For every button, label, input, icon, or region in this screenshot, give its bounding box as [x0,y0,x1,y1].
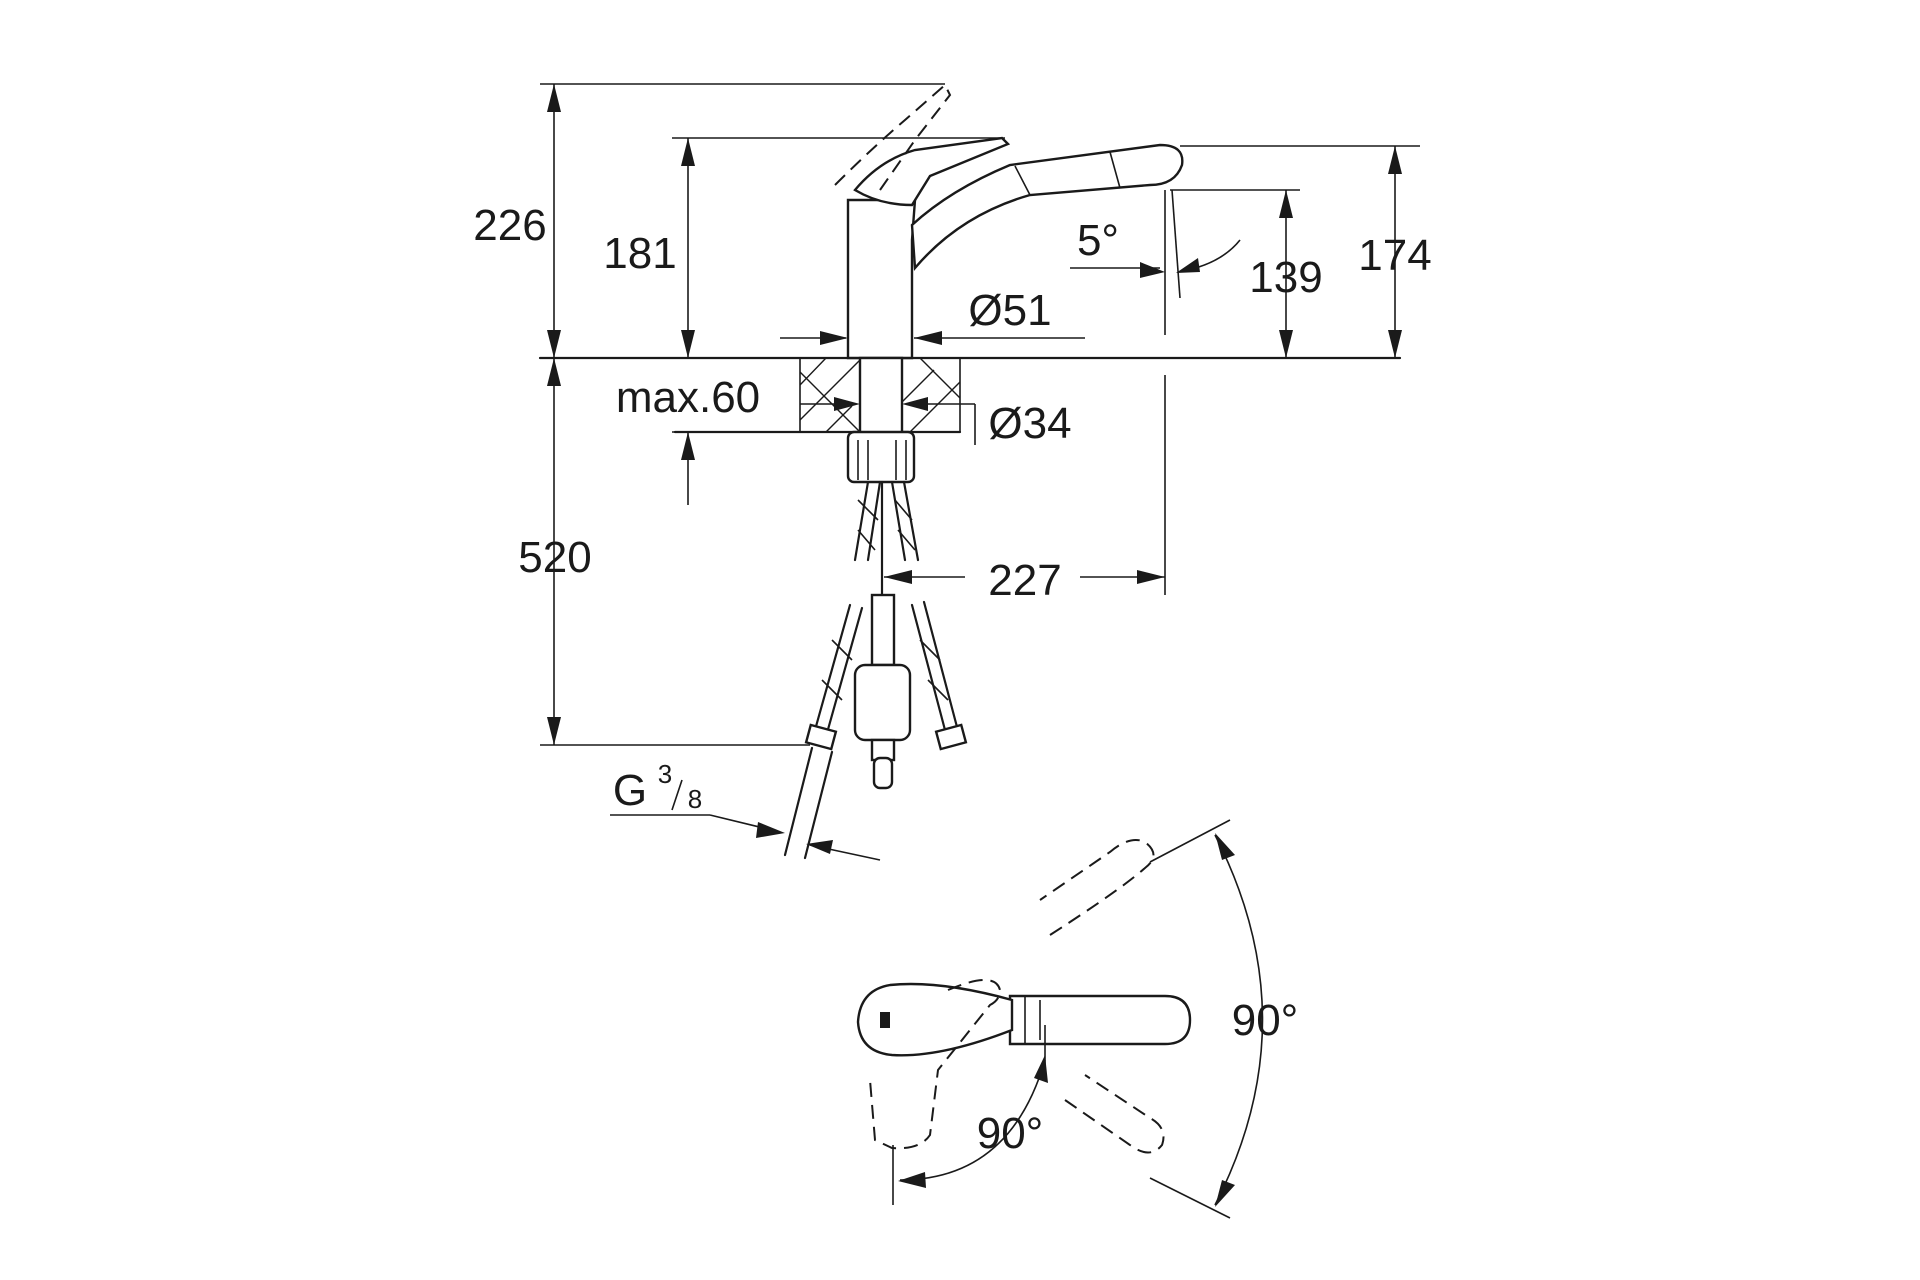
hose-connector-right [934,723,968,751]
label-max60: max.60 [616,373,760,422]
lever-rotated [869,979,1002,1150]
faucet-body [846,198,917,360]
faucet-lever [853,136,1011,207]
label-5deg: 5° [1077,216,1119,265]
dimension-226: 226 [473,83,945,745]
dimension-diameter-51: Ø51 [780,286,1085,345]
label-d34: Ø34 [988,399,1071,448]
top-view: 90° 90° [856,819,1299,1219]
faucet-spout [910,143,1184,272]
dimension-spout-angle: 5° [1070,189,1241,335]
label-139: 139 [1249,253,1322,302]
label-connection-num: 3 [658,759,672,789]
dimension-520: 520 [518,358,810,746]
spout-top-view [1008,994,1192,1046]
dimension-139: 139 [1170,189,1323,358]
label-226: 226 [473,201,546,250]
label-181: 181 [603,229,676,278]
label-174: 174 [1358,231,1431,280]
dimension-connection: G 3 8 [610,759,881,861]
supply-hose-right-upper [890,480,920,562]
label-227: 227 [988,556,1061,605]
lever-indicator [880,1012,890,1028]
spout-rotated-up [1039,839,1155,936]
label-connection-g: G [613,766,647,815]
label-swivel-90: 90° [1232,996,1299,1045]
dimension-174: 174 [1180,145,1432,358]
side-view: 226 181 174 139 [473,83,1432,861]
supply-hose-left-upper [853,480,882,562]
hose-weight [853,663,912,742]
dimension-swivel-90: 90° [1149,819,1299,1219]
label-d51: Ø51 [968,286,1051,335]
spout-rotated-down [1064,1074,1165,1154]
supply-hose-right-lower [910,600,959,732]
supply-hose-left-lower [813,603,864,735]
dimension-lever-90: 90° [892,1025,1048,1205]
dimension-227: 227 [884,375,1166,605]
label-520: 520 [518,533,591,582]
label-connection-den: 8 [688,784,702,814]
mounting-stem [858,356,904,435]
lever-top-view [856,982,1014,1057]
dimension-181: 181 [603,137,1005,358]
hose-connector-left [804,723,838,751]
label-lever-90: 90° [977,1109,1044,1158]
dimension-diameter-34: Ø34 [902,397,1072,448]
dimension-deck-thickness: max.60 [616,373,860,505]
